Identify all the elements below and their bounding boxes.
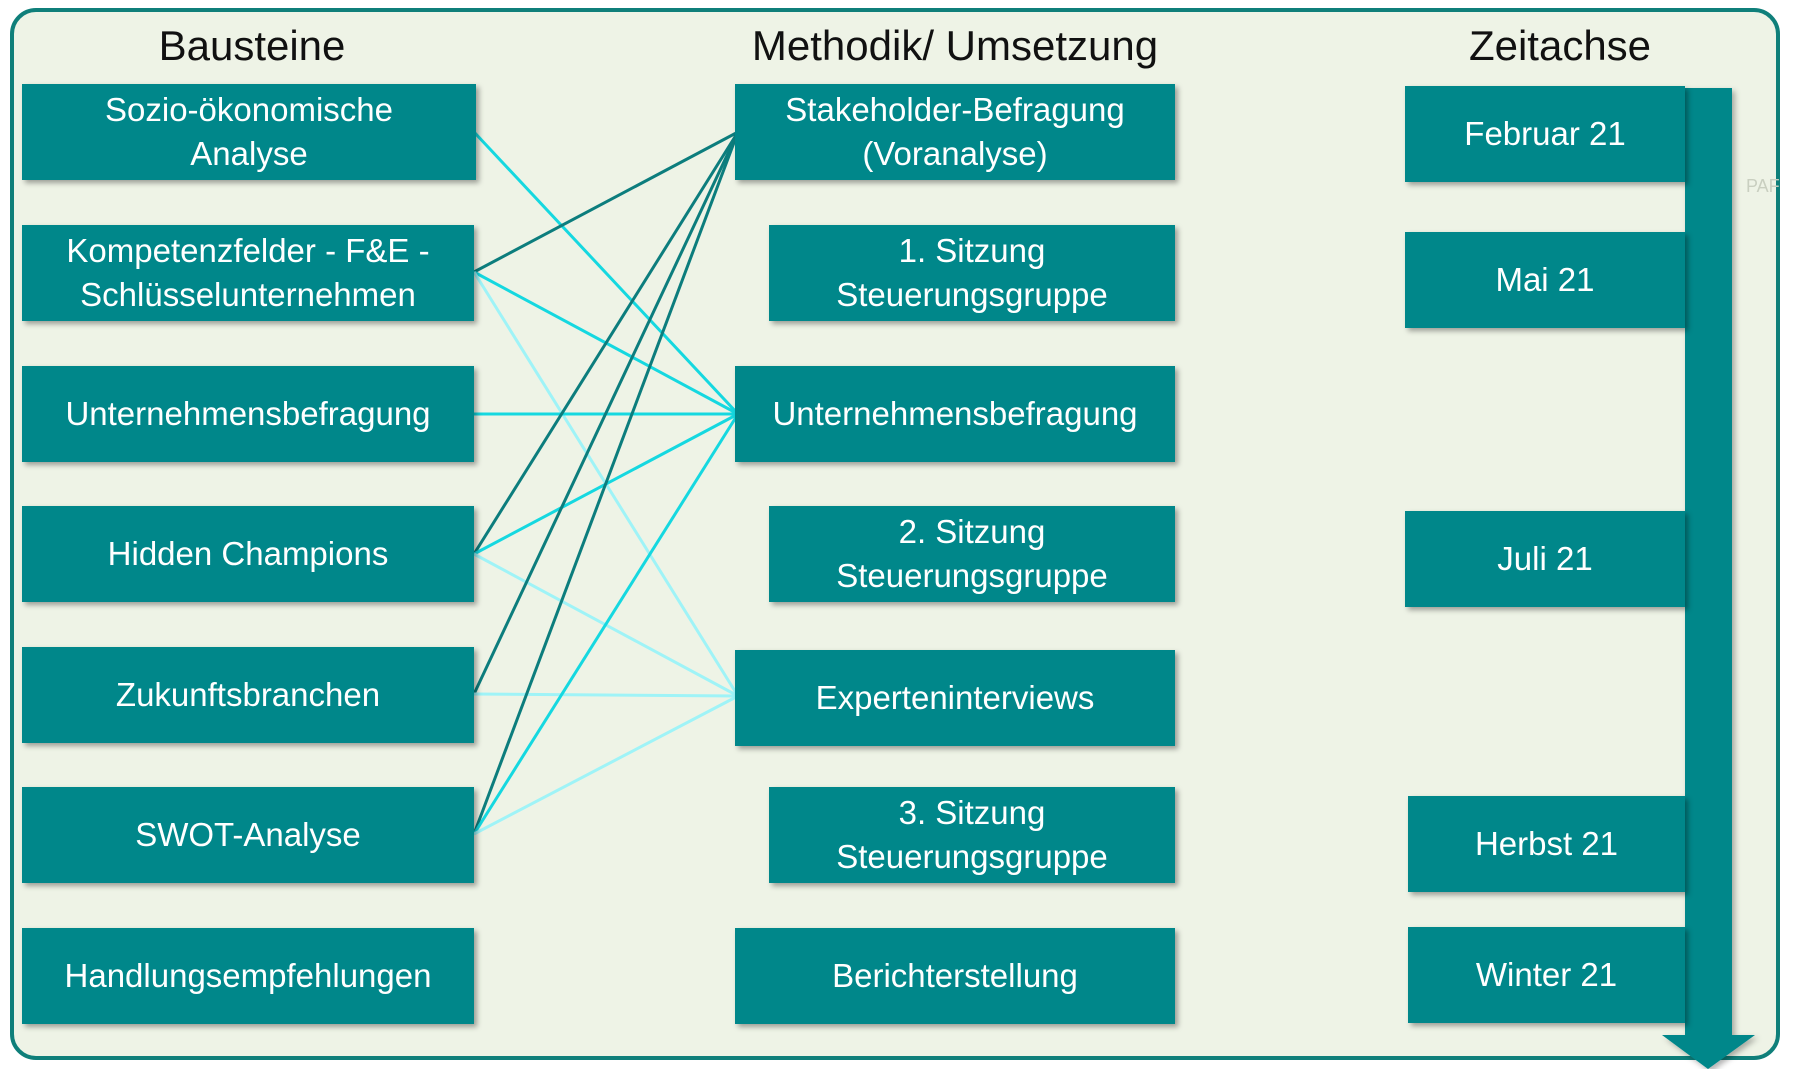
zeitachse-juli-21: Juli 21 <box>1405 511 1685 607</box>
timeline-arrow-shape <box>1662 88 1755 1069</box>
methodik-unternehmensbefragung: Unternehmensbefragung <box>735 366 1175 462</box>
watermark-text: PAF <box>1746 176 1780 196</box>
zeitachse-winter-21: Winter 21 <box>1408 927 1685 1023</box>
zeitachse-februar-21: Februar 21 <box>1405 86 1685 182</box>
baustein-hidden-champions: Hidden Champions <box>22 506 474 602</box>
methodik-stakeholder-befragung: Stakeholder-Befragung (Voranalyse) <box>735 84 1175 180</box>
baustein-handlungsempfehlungen: Handlungsempfehlungen <box>22 928 474 1024</box>
methodik-berichterstellung: Berichterstellung <box>735 928 1175 1024</box>
baustein-unternehmensbefragung: Unternehmensbefragung <box>22 366 474 462</box>
zeitachse-herbst-21: Herbst 21 <box>1408 796 1685 892</box>
header-zeitachse: Zeitachse <box>1468 22 1652 69</box>
methodik-sitzung-1: 1. Sitzung Steuerungsgruppe <box>769 225 1175 321</box>
baustein-swot-analyse: SWOT-Analyse <box>22 787 474 883</box>
baustein-sozio-oekonomische-analyse: Sozio-ökonomische Analyse <box>22 84 476 180</box>
zeitachse-mai-21: Mai 21 <box>1405 232 1685 328</box>
methodik-sitzung-2: 2. Sitzung Steuerungsgruppe <box>769 506 1175 602</box>
baustein-zukunftsbranchen: Zukunftsbranchen <box>22 647 474 743</box>
header-methodik: Methodik/ Umsetzung <box>751 22 1159 69</box>
header-bausteine: Bausteine <box>158 22 346 69</box>
methodik-sitzung-3: 3. Sitzung Steuerungsgruppe <box>769 787 1175 883</box>
methodik-experteninterviews: Experteninterviews <box>735 650 1175 746</box>
baustein-kompetenzfelder: Kompetenzfelder - F&E - Schlüsselunterne… <box>22 225 474 321</box>
